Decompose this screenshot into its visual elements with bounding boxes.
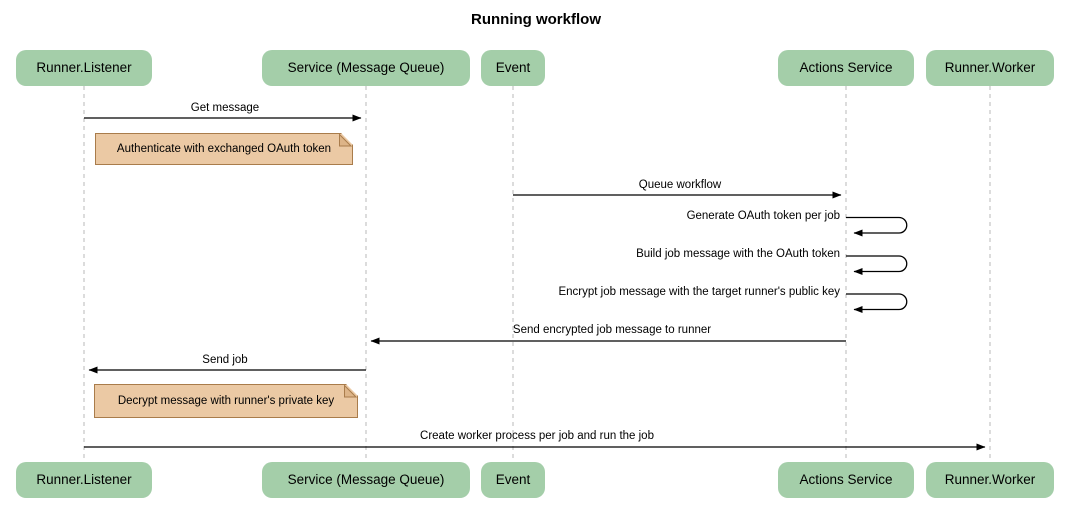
participant-service-message-queue-bottom: Service (Message Queue) [262,462,470,498]
note-authenticate-oauth: Authenticate with exchanged OAuth token [95,133,353,165]
diagram-title: Running workflow [471,11,601,28]
participant-runner-worker-bottom: Runner.Worker [926,462,1054,498]
message-label-get-message: Get message [190,102,260,114]
arrow-self-build-job-message [846,255,908,275]
participant-actions-service-bottom: Actions Service [778,462,914,498]
participant-event-top: Event [481,50,545,86]
arrow-self-generate-oauth-token [846,216,908,237]
participant-runner-listener-bottom: Runner.Listener [16,462,152,498]
note-authenticate-oauth-text: Authenticate with exchanged OAuth token [116,143,332,155]
participant-service-message-queue-top: Service (Message Queue) [262,50,470,86]
message-label-send-job: Send job [202,354,248,366]
participant-event-bottom: Event [481,462,545,498]
message-label-generate-oauth-token: Generate OAuth token per job [686,210,840,222]
message-label-queue-workflow: Queue workflow [638,179,722,191]
message-label-build-job-message: Build job message with the OAuth token [636,248,840,260]
message-label-create-worker-process: Create worker process per job and run th… [420,430,654,442]
note-fold-icon [344,385,357,398]
arrow-self-encrypt-job-message [846,293,908,313]
note-decrypt-private-key: Decrypt message with runner's private ke… [94,384,358,418]
note-fold-icon [339,134,352,147]
participant-actions-service-top: Actions Service [778,50,914,86]
note-decrypt-private-key-text: Decrypt message with runner's private ke… [117,395,335,407]
message-label-encrypt-job-message: Encrypt job message with the target runn… [558,286,840,298]
participant-runner-listener-top: Runner.Listener [16,50,152,86]
participant-runner-worker-top: Runner.Worker [926,50,1054,86]
message-label-send-encrypted-job-message: Send encrypted job message to runner [512,324,712,336]
